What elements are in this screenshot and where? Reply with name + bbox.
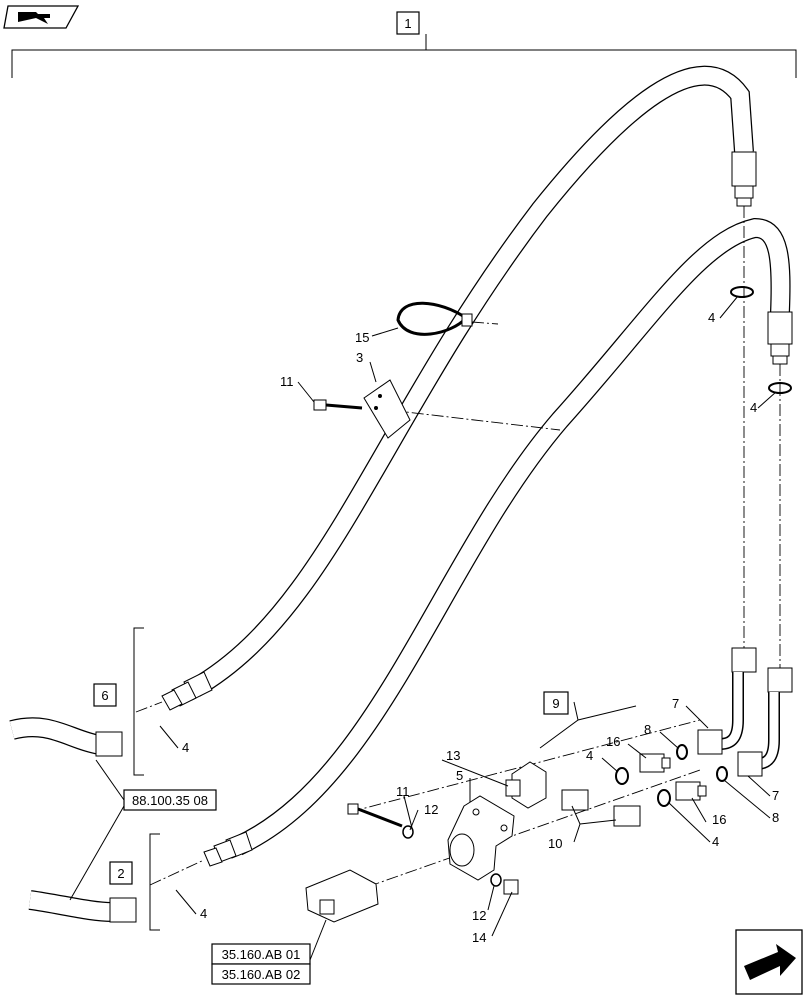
lower-bolt bbox=[347, 803, 519, 895]
hose-a bbox=[189, 65, 754, 697]
hose-b-lower-fitting bbox=[203, 831, 253, 867]
assembly-bracket bbox=[11, 34, 797, 78]
svg-text:6: 6 bbox=[101, 688, 108, 703]
reference-hose-lower bbox=[28, 890, 137, 923]
svg-text:35.160.AB 01: 35.160.AB 01 bbox=[222, 947, 301, 962]
callout-box-9: 9 bbox=[539, 691, 637, 749]
coupler-body bbox=[505, 761, 547, 809]
mounting-plate bbox=[447, 795, 515, 881]
svg-text:5: 5 bbox=[456, 768, 463, 783]
leader-lines bbox=[159, 295, 777, 937]
elbow-fitting-a bbox=[697, 647, 757, 755]
svg-text:10: 10 bbox=[548, 836, 562, 851]
reference-box-35-160-ab-01[interactable]: 35.160.AB 01 bbox=[211, 943, 311, 965]
hose-a-upper-fitting bbox=[731, 151, 757, 207]
clamp bbox=[363, 379, 411, 439]
adapter-fittings bbox=[561, 744, 728, 827]
svg-text:1: 1 bbox=[404, 16, 411, 31]
svg-text:8: 8 bbox=[772, 810, 779, 825]
svg-text:11: 11 bbox=[396, 784, 410, 799]
svg-text:2: 2 bbox=[117, 866, 124, 881]
elbow-fitting-b bbox=[737, 667, 793, 777]
reference-hose-upper bbox=[9, 717, 123, 757]
callout-box-2: 2 bbox=[109, 861, 133, 885]
cable-tie bbox=[396, 301, 473, 336]
svg-text:13: 13 bbox=[446, 748, 460, 763]
reference-box-88-100-35-08[interactable]: 88.100.35 08 bbox=[69, 759, 217, 901]
hose-b-upper-fitting bbox=[767, 311, 793, 365]
svg-text:16: 16 bbox=[606, 734, 620, 749]
svg-text:4: 4 bbox=[586, 748, 593, 763]
svg-text:9: 9 bbox=[552, 696, 559, 711]
svg-text:4: 4 bbox=[750, 400, 757, 415]
next-page-arrow-icon[interactable] bbox=[735, 929, 803, 995]
callout-box-6: 6 bbox=[93, 683, 117, 707]
svg-text:8: 8 bbox=[644, 722, 651, 737]
svg-text:12: 12 bbox=[472, 908, 486, 923]
bolt bbox=[313, 399, 363, 411]
bracket-6 bbox=[133, 627, 144, 776]
svg-text:88.100.35 08: 88.100.35 08 bbox=[132, 793, 208, 808]
svg-text:4: 4 bbox=[712, 834, 719, 849]
svg-text:4: 4 bbox=[708, 310, 715, 325]
hose-b bbox=[233, 217, 791, 856]
book-arrow-icon[interactable] bbox=[3, 5, 80, 29]
svg-text:7: 7 bbox=[672, 696, 679, 711]
svg-text:15: 15 bbox=[355, 330, 369, 345]
bracket-2 bbox=[149, 833, 160, 931]
svg-text:11: 11 bbox=[280, 374, 294, 389]
svg-text:7: 7 bbox=[772, 788, 779, 803]
svg-text:3: 3 bbox=[356, 350, 363, 365]
quick-coupler bbox=[305, 869, 379, 923]
callout-labels: 15 3 11 4 4 4 4 13 5 11 12 12 14 10 4 16… bbox=[182, 310, 779, 945]
svg-text:4: 4 bbox=[200, 906, 207, 921]
o-ring bbox=[730, 286, 754, 298]
hose-a-lower-fitting bbox=[161, 671, 213, 711]
reference-box-35-160-ab-02[interactable]: 35.160.AB 02 bbox=[211, 919, 327, 985]
svg-text:14: 14 bbox=[472, 930, 486, 945]
svg-text:16: 16 bbox=[712, 812, 726, 827]
svg-text:35.160.AB 02: 35.160.AB 02 bbox=[222, 967, 301, 982]
svg-text:12: 12 bbox=[424, 802, 438, 817]
svg-text:4: 4 bbox=[182, 740, 189, 755]
callout-box-1: 1 bbox=[396, 11, 420, 35]
